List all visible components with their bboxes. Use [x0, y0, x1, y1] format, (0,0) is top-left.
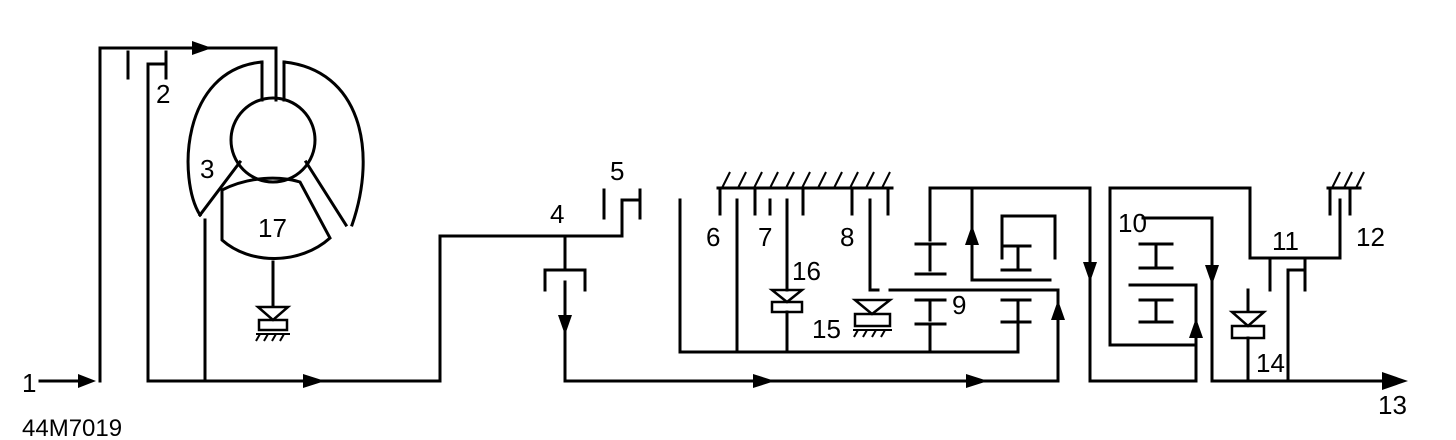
stator-17 — [220, 176, 332, 342]
clutch-5 — [602, 188, 682, 354]
one-way-clutch-15 — [851, 288, 894, 338]
flow-arrow-down-4 — [558, 315, 572, 335]
label-16: 16 — [792, 256, 821, 286]
flow-arrow-lower-1 — [753, 374, 775, 388]
clutch-4 — [543, 234, 587, 383]
component-labels: 1 2 3 17 4 5 6 7 8 16 15 9 10 11 12 14 1… — [22, 79, 1407, 420]
label-17: 17 — [258, 213, 287, 243]
label-15: 15 — [812, 314, 841, 344]
label-4: 4 — [550, 199, 564, 229]
planetary-gearset-10 — [1083, 186, 1252, 383]
label-input: 1 — [22, 368, 36, 398]
input-shaft — [38, 41, 278, 388]
figure-reference-code: 44M7019 — [22, 415, 122, 440]
flow-arrow-up-right — [1051, 300, 1065, 320]
planetary-gearset-9 — [888, 186, 1092, 383]
label-3: 3 — [200, 154, 214, 184]
label-9: 9 — [952, 290, 966, 320]
label-11: 11 — [1272, 226, 1299, 256]
brake-12 — [1326, 171, 1365, 260]
one-way-clutch-16 — [768, 288, 806, 354]
flow-arrow-up-9 — [965, 225, 979, 245]
label-output: 13 — [1378, 390, 1407, 420]
output-shaft — [1210, 372, 1408, 390]
flow-arrow-up-10 — [1189, 318, 1203, 338]
output-arrow — [1382, 372, 1408, 390]
lockup-clutch-2 — [126, 50, 168, 383]
lower-flow — [563, 350, 1060, 388]
label-7: 7 — [758, 222, 772, 252]
ground-hatch-stator — [255, 333, 290, 342]
input-arrow — [78, 374, 96, 388]
flow-arrow-down-right — [1205, 265, 1219, 285]
flow-arrow-lower-2 — [966, 374, 988, 388]
label-6: 6 — [706, 222, 720, 252]
clutch-11 — [1248, 186, 1342, 383]
label-2: 2 — [156, 79, 170, 109]
label-14: 14 — [1256, 348, 1285, 378]
label-8: 8 — [840, 222, 854, 252]
main-shaft — [146, 234, 624, 388]
housing-hatch — [721, 171, 891, 189]
label-5: 5 — [610, 156, 624, 186]
flow-arrow-top — [192, 41, 212, 55]
one-way-clutch-14 — [1228, 288, 1268, 383]
label-12: 12 — [1356, 222, 1385, 252]
transmission-housing — [716, 171, 894, 354]
label-10: 10 — [1118, 208, 1147, 238]
torque-converter-3 — [186, 60, 365, 383]
flow-arrow-down-10 — [1083, 262, 1097, 282]
flow-arrow-shaft — [303, 374, 325, 388]
